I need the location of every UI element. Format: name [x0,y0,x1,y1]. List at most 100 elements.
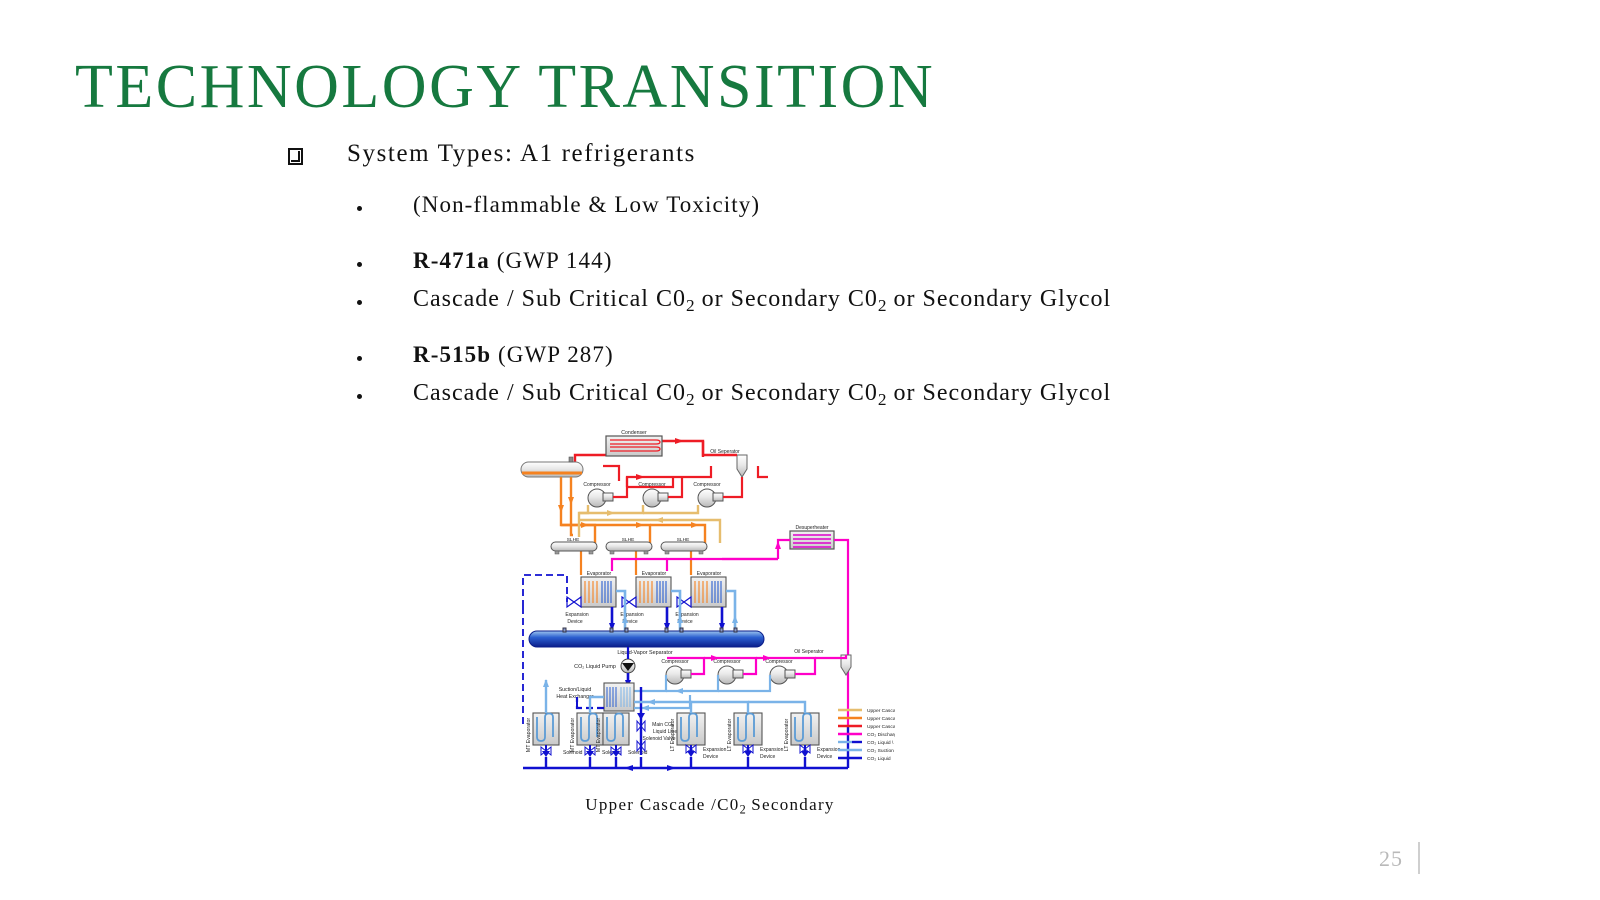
round-bullet-icon [357,394,362,399]
refrigerant-1-gwp: (GWP 144) [496,248,613,273]
receiver [520,456,584,478]
mt-evaporator-group: MT Evaporator Solenoid MT Evaporator Sol… [526,712,648,757]
svg-text:Expansion: Expansion [675,612,699,618]
co2-discharge-pipes [667,655,848,676]
solenoid-label: Solenoid [602,750,622,756]
desuperheater [789,530,835,550]
svg-text:Expansion: Expansion [620,612,644,618]
page-number-divider [1418,842,1420,874]
oil-separator-bottom-label: Oil Seperator [794,649,824,655]
compressor-label: Compressor [765,659,793,665]
compressor-3 [697,488,724,508]
bullet-list: System Types: A1 refrigerants (Non-flamm… [0,140,1600,418]
discharge-arrow-2 [675,438,684,444]
bullet-detail-2: Cascade / Sub Critical C02 or Secondary … [0,380,1600,418]
expansion-device-label: Device [817,754,833,760]
bullet-heading: System Types: A1 refrigerants [0,140,1600,180]
svg-text:SLHE: SLHE [622,537,635,543]
upper-cascade-suction-lines [577,505,722,543]
co2-compressor-3 [769,665,796,685]
round-bullet-icon [357,262,362,267]
detail-2-sub1: 2 [685,389,695,409]
bullet-refrigerant-1: R-471a (GWP 144) [0,248,1600,286]
mt-evaporator-2: MT Evaporator Solenoid [570,712,622,757]
bullet-heading-text: System Types: A1 refrigerants [347,140,696,167]
detail-1-pre: Cascade / Sub Critical C0 [413,286,686,312]
co2-liquid-feed [522,574,568,607]
mt-evaporator-1: MT Evaporator Solenoid [526,712,583,757]
compressor-group-upper: Compressor Compressor Compressor [583,482,724,508]
svg-text:CO₂ Discharge Gas: CO₂ Discharge Gas [867,732,895,738]
upper-cascade-liquid-arrows [558,497,699,528]
slhe-1: SLHE [550,537,598,555]
bullet-note-text: (Non-flammable & Low Toxicity) [413,192,761,217]
compressor-label: Compressor [583,482,611,488]
lt-evaporator-3: LT Evaporator Expansion Device [784,712,841,760]
detail-1-post: or Secondary Glycol [886,286,1112,312]
page-title: TECHNOLOGY TRANSITION [75,53,936,121]
refrigerant-2-name: R-515b [413,342,492,367]
expansion-device-label: Device [760,754,776,760]
compressor-2 [642,488,669,508]
desuperheater-label: Desuperheater [795,525,828,531]
svg-text:Device: Device [622,619,638,625]
liquid-vapor-separator: Liquid-Vapor Separator [528,627,765,656]
detail-2-sub2: 2 [877,389,887,409]
slhe-2: SLHE [605,537,653,555]
condenser [605,435,663,457]
svg-text:Upper Cascade Suction Gas: Upper Cascade Suction Gas [867,708,895,714]
suction-liquid-hx-label-1: Suction/Liquid [559,687,592,693]
refrigerant-1-name: R-471a [413,248,490,273]
svg-text:Upper Cascade Discharge Gas: Upper Cascade Discharge Gas [867,724,895,730]
round-bullet-icon [357,206,362,211]
caption-sub: 2 [739,802,746,817]
slhe-group: SLHE SLHE SLHE [550,537,708,555]
svg-text:MT Evaporator: MT Evaporator [526,718,532,752]
svg-text:CO₂ Suction Gas: CO₂ Suction Gas [867,748,895,754]
upper-cascade-suction-arrows [607,510,663,523]
legend-row-6: CO₂ Liquid [838,756,891,762]
svg-text:MT Evaporator: MT Evaporator [570,718,576,752]
detail-1-sub1: 2 [685,295,695,315]
co2-liquid-pump [620,658,636,674]
square-bullet-icon [288,148,303,165]
legend-row-1: Upper Cascade Liquid [838,716,895,722]
evaporator-1: Evaporator [580,571,617,608]
bottom-header-arrows [624,765,676,771]
bullet-refrigerant-2: R-515b (GWP 287) [0,342,1600,380]
compressor-label: Compressor [638,482,666,488]
diagram-caption: Upper Cascade /C02 Secondary [0,795,1420,817]
svg-text:Device: Device [677,619,693,625]
legend-row-3: CO₂ Discharge Gas [838,732,895,738]
upper-cascade-liquid-returns [579,551,693,575]
compressor-label: Compressor [713,659,741,665]
mt-evaporator-3: MT Evaporator Solenoid [596,712,648,757]
legend-row-2: Upper Cascade Discharge Gas [838,724,895,730]
co2-liquid-bottom-header [523,725,850,770]
legend-row-4: CO₂ Liquid \ Gas mixture [838,740,895,746]
detail-2-text: Cascade / Sub Critical C02 or Secondary … [413,380,1111,410]
oil-separator-bottom [840,654,852,676]
main-line-label-1: Main CO₂ [652,722,674,728]
evaporator-3: Evaporator [690,571,727,608]
compressor-group-co2: Compressor Compressor Compressor [661,659,796,685]
svg-text:Upper Cascade Liquid: Upper Cascade Liquid [867,716,895,722]
detail-1-sub2: 2 [877,295,887,315]
svg-text:CO₂ Liquid \ Gas mixture: CO₂ Liquid \ Gas mixture [867,740,895,746]
refrigerant-1-text: R-471a (GWP 144) [413,248,612,274]
solenoid-label: Solenoid [563,750,583,756]
legend-row-0: Upper Cascade Suction Gas [838,708,895,714]
co2-compressor-2 [717,665,744,685]
caption-pre: Upper Cascade /C0 [585,795,740,814]
bullet-note: (Non-flammable & Low Toxicity) [0,192,1600,230]
round-bullet-icon [357,356,362,361]
detail-2-mid: or Secondary C0 [694,380,878,406]
condenser-label: Condenser [621,430,647,436]
slhe-3: SLHE [660,537,708,555]
detail-2-pre: Cascade / Sub Critical C0 [413,380,686,406]
svg-text:LT Evaporator: LT Evaporator [727,719,733,752]
compressor-discharge-pipes [613,477,744,499]
co2-suction-arrows [622,615,738,623]
page-number: 25 [1379,846,1403,871]
svg-text:Expansion: Expansion [565,612,589,618]
